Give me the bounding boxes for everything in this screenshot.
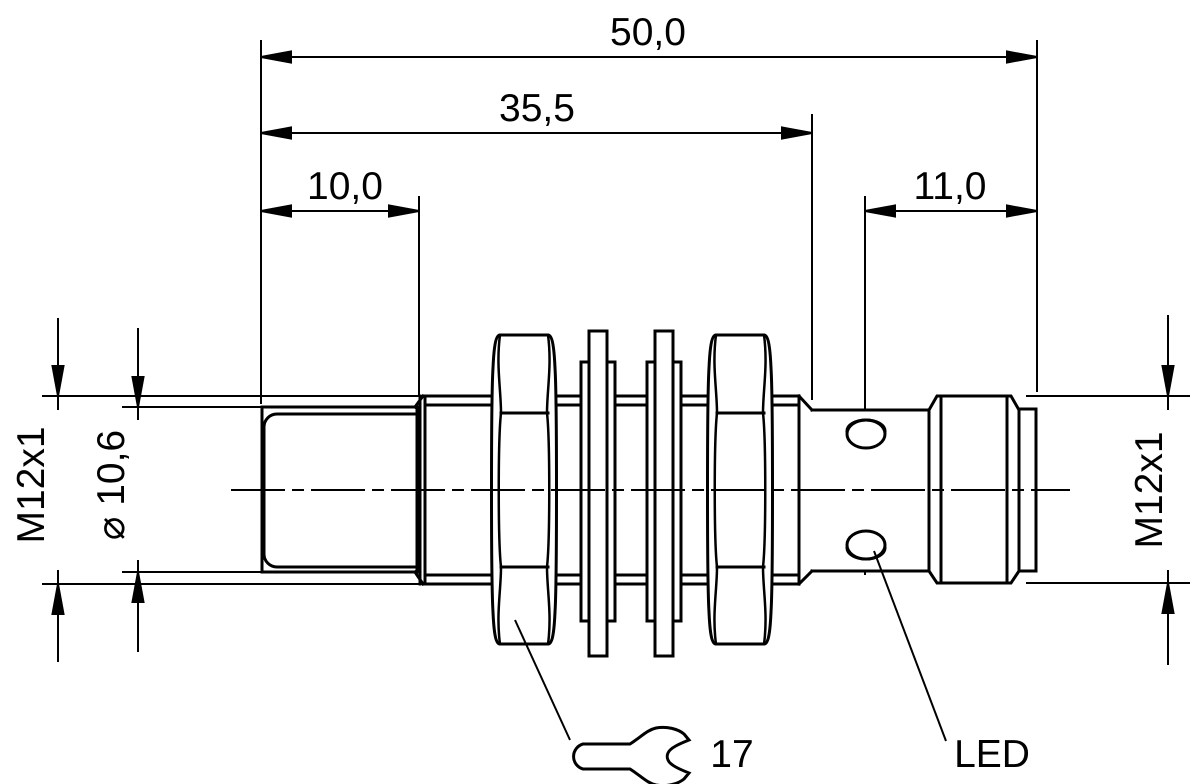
label-tip-length: 10,0 (307, 165, 383, 208)
label-thread-length: 35,5 (499, 87, 575, 130)
lock-washer-1 (579, 329, 617, 658)
dim-thread-length (260, 126, 813, 140)
label-led: LED (954, 733, 1030, 776)
thread-end-chamfer-bottom (796, 568, 815, 587)
dim-overall-length (260, 50, 1038, 64)
arrow-left (260, 50, 292, 64)
thread-end-chamfer-top (796, 393, 815, 413)
label-wrench-size: 17 (710, 733, 753, 776)
extension-lines (42, 40, 1190, 585)
dim-tip-length (260, 204, 420, 218)
led-window-top (845, 418, 887, 450)
wrench-icon (572, 725, 692, 784)
lock-washer-2 (645, 329, 683, 658)
dim-connector-length (864, 204, 1038, 218)
label-thread-left: M12x1 (10, 426, 53, 543)
dim-thread-right (1161, 315, 1175, 665)
label-connector-length: 11,0 (913, 165, 986, 208)
leader-wrench (514, 619, 571, 741)
dim-thread-left (51, 318, 65, 662)
arrow-right (1006, 50, 1038, 64)
dimension-lines (51, 50, 1175, 742)
label-overall-length: 50,0 (610, 11, 686, 54)
label-tip-diameter: ⌀ 10,6 (90, 430, 133, 540)
label-thread-right: M12x1 (1128, 431, 1171, 548)
led-window-bottom (845, 529, 887, 561)
leader-led (873, 550, 947, 742)
sensor-body (260, 329, 1038, 658)
dim-tip-diameter (131, 328, 145, 652)
